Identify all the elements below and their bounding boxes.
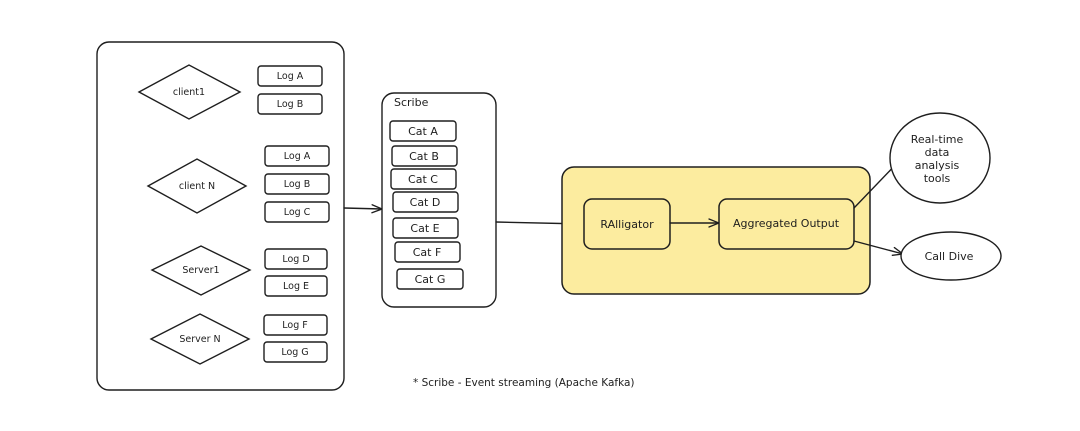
client-n-log-b: [264, 173, 330, 195]
server1-log-e-label: Log E: [283, 281, 309, 292]
client1-label: client1: [173, 87, 205, 98]
footnote: * Scribe - Event streaming (Apache Kafka…: [413, 377, 635, 389]
server-n-log-f-label: Log F: [282, 320, 307, 331]
realtime-label-line4: tools: [924, 172, 951, 185]
cat-c-label: Cat C: [408, 173, 438, 186]
scribe-title: Scribe: [394, 96, 429, 109]
output-to-calldive-arrow: [853, 240, 903, 254]
realtime-analysis-node: [889, 112, 991, 204]
client-n-log-a-label: Log A: [284, 151, 311, 162]
client1-log-b: [257, 93, 323, 115]
cat-f-box: [394, 241, 461, 263]
server1-log-d: [264, 248, 328, 270]
cat-d-label: Cat D: [410, 196, 441, 209]
client-n-log-c: [264, 201, 330, 223]
cat-g-label: Cat G: [415, 273, 446, 286]
server1-node: [150, 245, 252, 296]
realtime-label-line2: data: [925, 146, 950, 159]
sources-container: [96, 41, 345, 391]
server-n-log-f: [263, 314, 328, 336]
server-n-node: [149, 313, 251, 365]
client-n-node: [146, 158, 248, 214]
cat-f-label: Cat F: [413, 246, 442, 259]
call-dive-label: Call Dive: [925, 250, 974, 263]
cat-d-box: [392, 191, 459, 213]
client-n-log-a: [264, 145, 330, 167]
client1-log-b-label: Log B: [277, 99, 304, 110]
ralligator-label: RAlligator: [600, 218, 654, 231]
sources-to-scribe-arrow: [343, 208, 382, 209]
cat-a-label: Cat A: [408, 125, 438, 138]
client1-node: [137, 64, 242, 120]
call-dive-node: [900, 231, 1002, 281]
server1-label: Server1: [182, 265, 219, 276]
server1-log-e: [264, 275, 328, 297]
cat-b-label: Cat B: [409, 150, 439, 163]
cat-g-box: [396, 268, 464, 290]
client1-log-a-label: Log A: [277, 71, 304, 82]
client-n-label: client N: [179, 181, 215, 192]
ralligator-box: [583, 198, 671, 250]
cat-b-box: [391, 145, 458, 167]
cat-a-box: [389, 120, 457, 142]
server-n-label: Server N: [179, 334, 220, 345]
realtime-label-line3: analysis: [915, 159, 960, 172]
server1-log-d-label: Log D: [282, 254, 309, 265]
client-n-log-c-label: Log C: [284, 207, 311, 218]
aggregated-output-box: [718, 198, 855, 250]
server-n-log-g: [263, 341, 328, 363]
client-n-log-b-label: Log B: [284, 179, 311, 190]
cat-e-label: Cat E: [410, 222, 439, 235]
cat-c-box: [390, 168, 457, 190]
realtime-label-line1: Real-time: [911, 133, 964, 146]
client1-log-a: [257, 65, 323, 87]
server-n-log-g-label: Log G: [281, 347, 308, 358]
cat-e-box: [392, 217, 459, 239]
aggregated-output-label: Aggregated Output: [733, 217, 840, 230]
